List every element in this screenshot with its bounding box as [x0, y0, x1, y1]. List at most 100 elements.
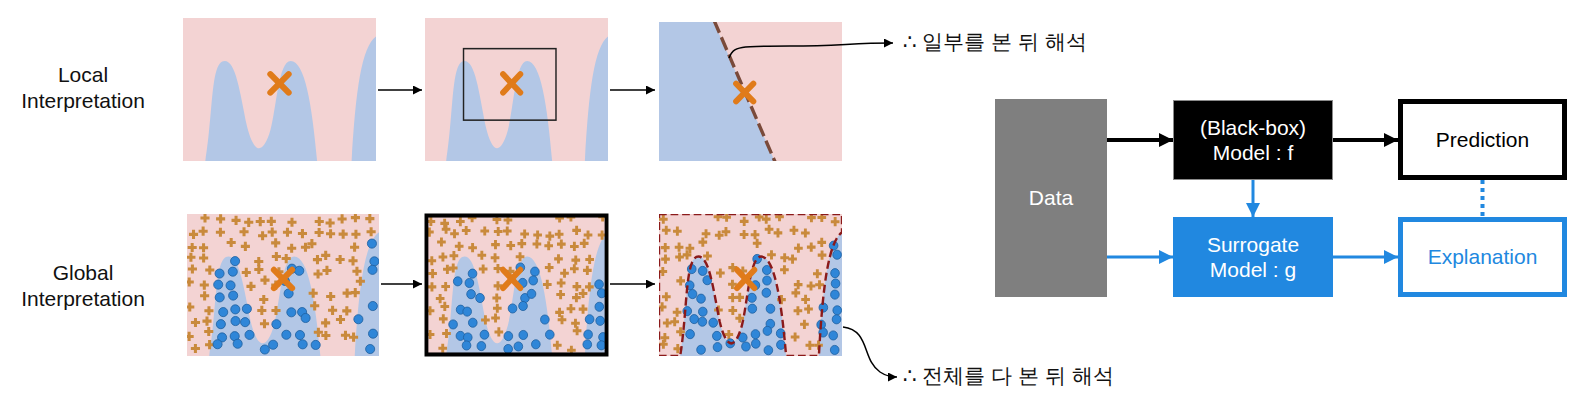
plus-sample	[722, 227, 731, 236]
plus-sample	[440, 302, 449, 311]
dot-sample	[748, 304, 757, 313]
plus-sample	[257, 306, 266, 315]
query-point-mark	[736, 84, 753, 102]
plus-sample	[477, 251, 486, 260]
plus-sample	[336, 255, 345, 264]
plus-sample	[187, 277, 194, 286]
plus-sample	[661, 333, 670, 342]
plus-sample	[567, 304, 576, 313]
dot-sample	[829, 331, 838, 340]
leader-line	[729, 43, 893, 58]
plus-sample	[188, 243, 197, 252]
plus-sample	[492, 293, 501, 302]
dot-sample	[282, 330, 291, 339]
plus-sample	[831, 217, 840, 226]
plus-sample	[544, 241, 553, 250]
plus-sample	[570, 264, 579, 273]
dot-sample	[468, 318, 477, 327]
drawing-part	[187, 214, 379, 356]
dot-sample	[295, 330, 304, 339]
plus-sample	[343, 289, 352, 298]
plus-sample	[790, 226, 799, 235]
plus-sample	[309, 289, 318, 298]
plus-sample	[438, 344, 447, 353]
plus-sample	[662, 292, 671, 301]
plus-sample	[491, 313, 500, 322]
plus-sample	[780, 265, 789, 274]
plus-sample	[356, 277, 365, 286]
plus-sample	[256, 217, 265, 226]
plus-sample	[491, 240, 500, 249]
plus-sample	[728, 306, 737, 315]
flow-arrow	[1333, 256, 1398, 259]
dot-sample	[595, 302, 604, 311]
plus-sample	[503, 226, 512, 235]
drawing-part	[659, 22, 842, 161]
dot-sample	[527, 289, 536, 298]
plus-sample	[436, 294, 445, 303]
row-label: Local Interpretation	[8, 62, 158, 115]
plus-sample	[338, 214, 347, 223]
plus-sample	[791, 288, 800, 297]
plus-sample	[661, 243, 670, 252]
plus-sample	[254, 257, 263, 266]
dot-sample	[833, 306, 842, 315]
plus-sample	[479, 264, 488, 273]
plus-sample	[570, 242, 579, 251]
dot-sample	[766, 304, 775, 313]
plus-sample	[254, 265, 263, 274]
dot-sample	[216, 320, 225, 329]
dot-sample	[763, 276, 772, 285]
plus-sample	[315, 217, 324, 226]
plus-sample	[533, 239, 542, 248]
plus-sample	[287, 244, 296, 253]
plus-sample	[813, 269, 822, 278]
plus-sample	[659, 340, 668, 349]
panel-ground	[659, 22, 842, 161]
dot-sample	[832, 315, 841, 324]
plus-sample	[456, 217, 465, 226]
dot-sample	[751, 339, 760, 348]
step-arrow	[610, 89, 655, 91]
plus-sample	[328, 306, 337, 315]
dot-sample	[354, 315, 363, 324]
panel-ground	[183, 18, 376, 161]
plus-sample	[560, 269, 569, 278]
plus-sample	[450, 251, 459, 260]
plus-sample	[199, 243, 208, 252]
plus-sample	[673, 227, 682, 236]
plus-sample	[227, 238, 236, 247]
node-label: Surrogate Model : g	[1181, 232, 1325, 282]
dot-sample	[545, 330, 554, 339]
dot-sample	[763, 326, 772, 335]
dot-sample	[463, 333, 472, 342]
callout-note: ∴ 전체를 다 본 뒤 해석	[903, 363, 1163, 389]
dot-sample	[585, 315, 594, 324]
dot-sample	[529, 276, 538, 285]
flow-arrow	[1107, 138, 1173, 142]
dot-sample	[241, 318, 250, 327]
flow-arrow	[1333, 138, 1398, 142]
plus-sample	[239, 227, 248, 236]
output-box: Explanation	[1398, 217, 1567, 297]
dot-sample	[242, 304, 251, 313]
model-box: (Black-box) Model : f	[1173, 100, 1333, 180]
pink-region	[425, 18, 608, 161]
plus-sample	[428, 282, 437, 291]
plus-sample	[774, 228, 783, 237]
dot-sample	[229, 291, 238, 300]
panel	[185, 213, 379, 356]
plus-sample	[494, 227, 503, 236]
dot-sample	[463, 307, 472, 316]
dot-sample	[272, 320, 281, 329]
plus-sample	[200, 214, 209, 223]
dot-sample	[762, 288, 771, 297]
plus-sample	[493, 304, 502, 313]
panel	[425, 18, 608, 161]
query-point-mark	[503, 270, 520, 288]
step-arrow	[381, 283, 422, 285]
plus-sample	[351, 214, 360, 222]
dot-sample	[231, 316, 240, 325]
plus-sample	[439, 314, 448, 323]
node-label: Explanation	[1428, 244, 1538, 269]
